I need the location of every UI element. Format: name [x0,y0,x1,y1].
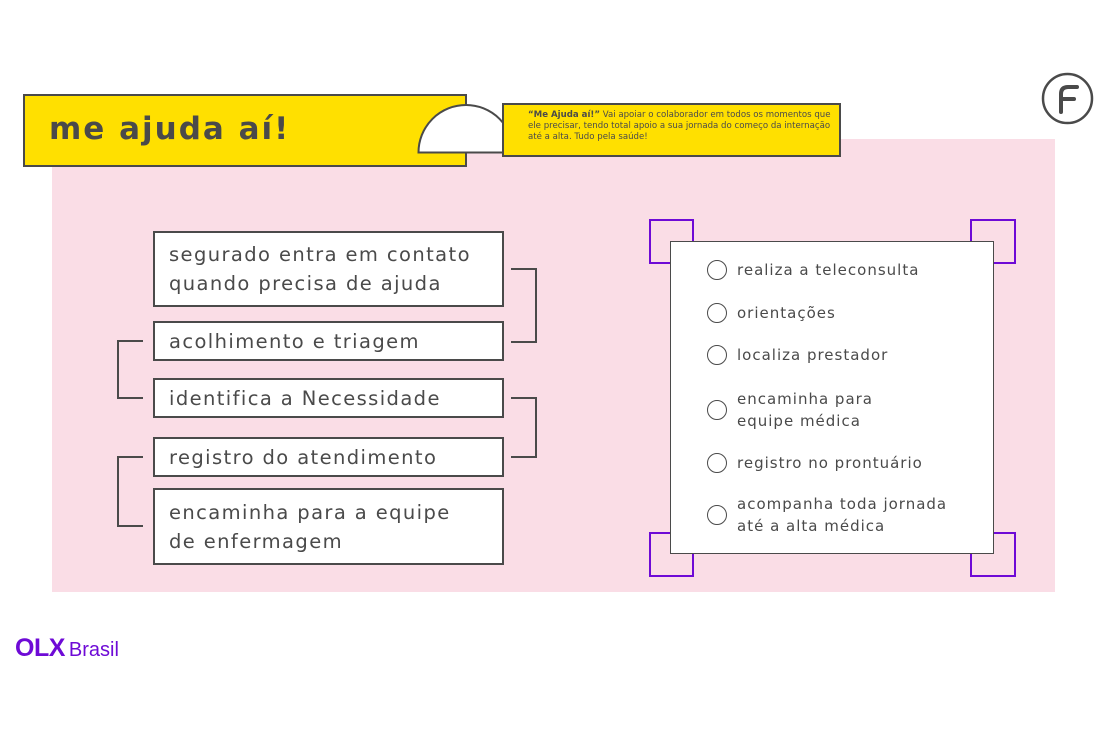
flow-step-label: registro do atendimento [169,445,438,469]
action-item: registro no prontuário [707,452,923,474]
flow-step-record: registro do atendimento [153,437,504,477]
radio-circle-icon [707,303,727,323]
radio-circle-icon [707,400,727,420]
flow-step-label: identifica a Necessidade [169,386,441,410]
flow-step-label: segurado entra em contato [169,243,471,266]
actions-panel: realiza a teleconsulta orientações local… [670,241,994,554]
flow-step-contact: segurado entra em contato quando precisa… [153,231,504,307]
flow-step-nursing: encaminha para a equipe de enfermagem [153,488,504,565]
action-label: equipe médica [737,412,861,430]
semicircle-decoration [417,104,515,154]
action-item: acompanha toda jornada até a alta médica [707,493,947,537]
flow-step-label: quando precisa de ajuda [169,272,442,295]
flow-step-identify: identifica a Necessidade [153,378,504,418]
action-item: localiza prestador [707,344,888,366]
radio-circle-icon [707,453,727,473]
action-label: realiza a teleconsulta [737,261,920,279]
action-label: até a alta médica [737,517,886,535]
action-item: encaminha para equipe médica [707,388,873,432]
action-label: acompanha toda jornada [737,495,948,513]
description-highlight: “Me Ajuda aí!” [528,110,600,120]
description-box: “Me Ajuda aí!” Vai apoiar o colaborador … [502,103,841,157]
flow-step-label: encaminha para a equipe [169,500,451,524]
description-text: Vai apoiar o colaborador em todos os mom… [528,110,831,142]
page-title: me ajuda aí! [49,111,291,147]
flow-step-triage: acolhimento e triagem [153,321,504,361]
action-label: encaminha para [737,390,873,408]
action-label: orientações [737,304,836,322]
radio-circle-icon [707,260,727,280]
flow-step-label: de enfermagem [169,529,343,553]
radio-circle-icon [707,345,727,365]
olx-country: Brasil [68,639,119,661]
flow-step-label: acolhimento e triagem [169,329,420,353]
olx-brasil-logo: OLX Brasil [15,634,119,663]
olx-mark: OLX [15,634,65,662]
action-item: realiza a teleconsulta [707,259,919,281]
title-banner: me ajuda aí! [23,94,467,167]
radio-circle-icon [707,505,727,525]
action-label: registro no prontuário [737,454,923,472]
f-logo-icon [1041,72,1094,125]
action-label: localiza prestador [737,346,889,364]
action-item: orientações [707,302,836,324]
